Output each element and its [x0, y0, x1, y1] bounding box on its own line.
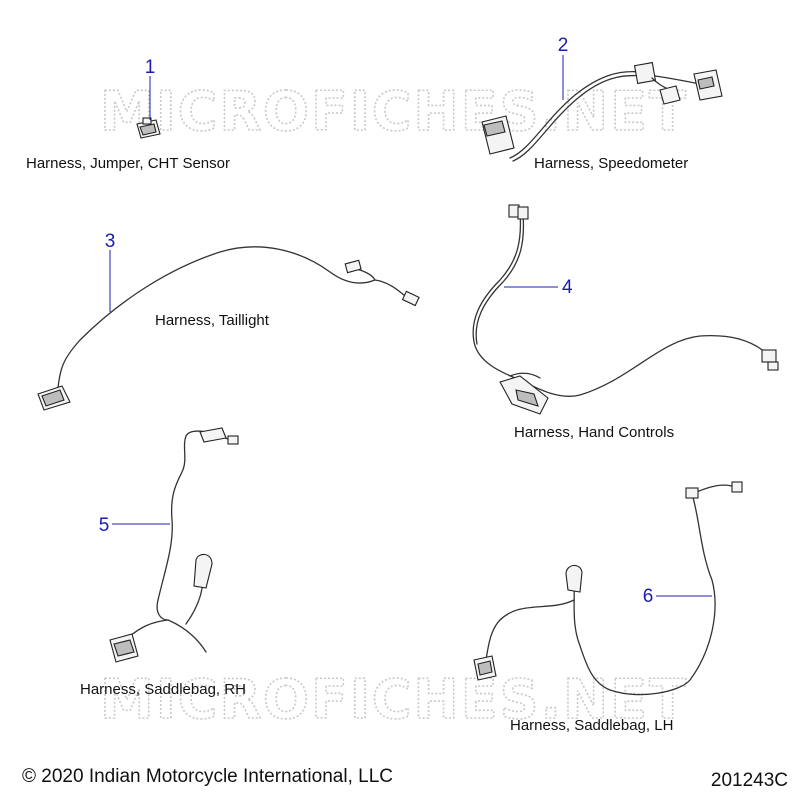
part-1-illustration: [136, 117, 161, 139]
part-6-illustration: [473, 481, 743, 696]
watermark-top: MICROFICHES.NET: [100, 80, 688, 143]
part-6-callout[interactable]: 6: [643, 586, 654, 607]
part-2-callout[interactable]: 2: [558, 35, 569, 56]
part-3-caption: Harness, Taillight: [155, 312, 270, 329]
part-1-caption: Harness, Jumper, CHT Sensor: [26, 155, 230, 172]
part-3-illustration: [37, 246, 420, 411]
watermark-bottom: MICROFICHES.NET: [100, 668, 688, 731]
part-5-callout[interactable]: 5: [99, 515, 110, 536]
part-1-callout[interactable]: 1: [145, 57, 156, 78]
part-5-illustration: [109, 427, 239, 663]
part-4-illustration: [472, 204, 779, 415]
part-2-illustration: [481, 61, 723, 162]
part-2-caption: Harness, Speedometer: [534, 155, 688, 172]
part-6-caption: Harness, Saddlebag, LH: [510, 717, 673, 734]
figure-id: 201243C: [711, 770, 788, 791]
part-4-caption: Harness, Hand Controls: [514, 424, 674, 441]
part-4-callout[interactable]: 4: [562, 277, 573, 298]
part-5-caption: Harness, Saddlebag, RH: [80, 681, 246, 698]
copyright-text: © 2020 Indian Motorcycle International, …: [22, 766, 393, 787]
part-3-callout[interactable]: 3: [105, 231, 116, 252]
